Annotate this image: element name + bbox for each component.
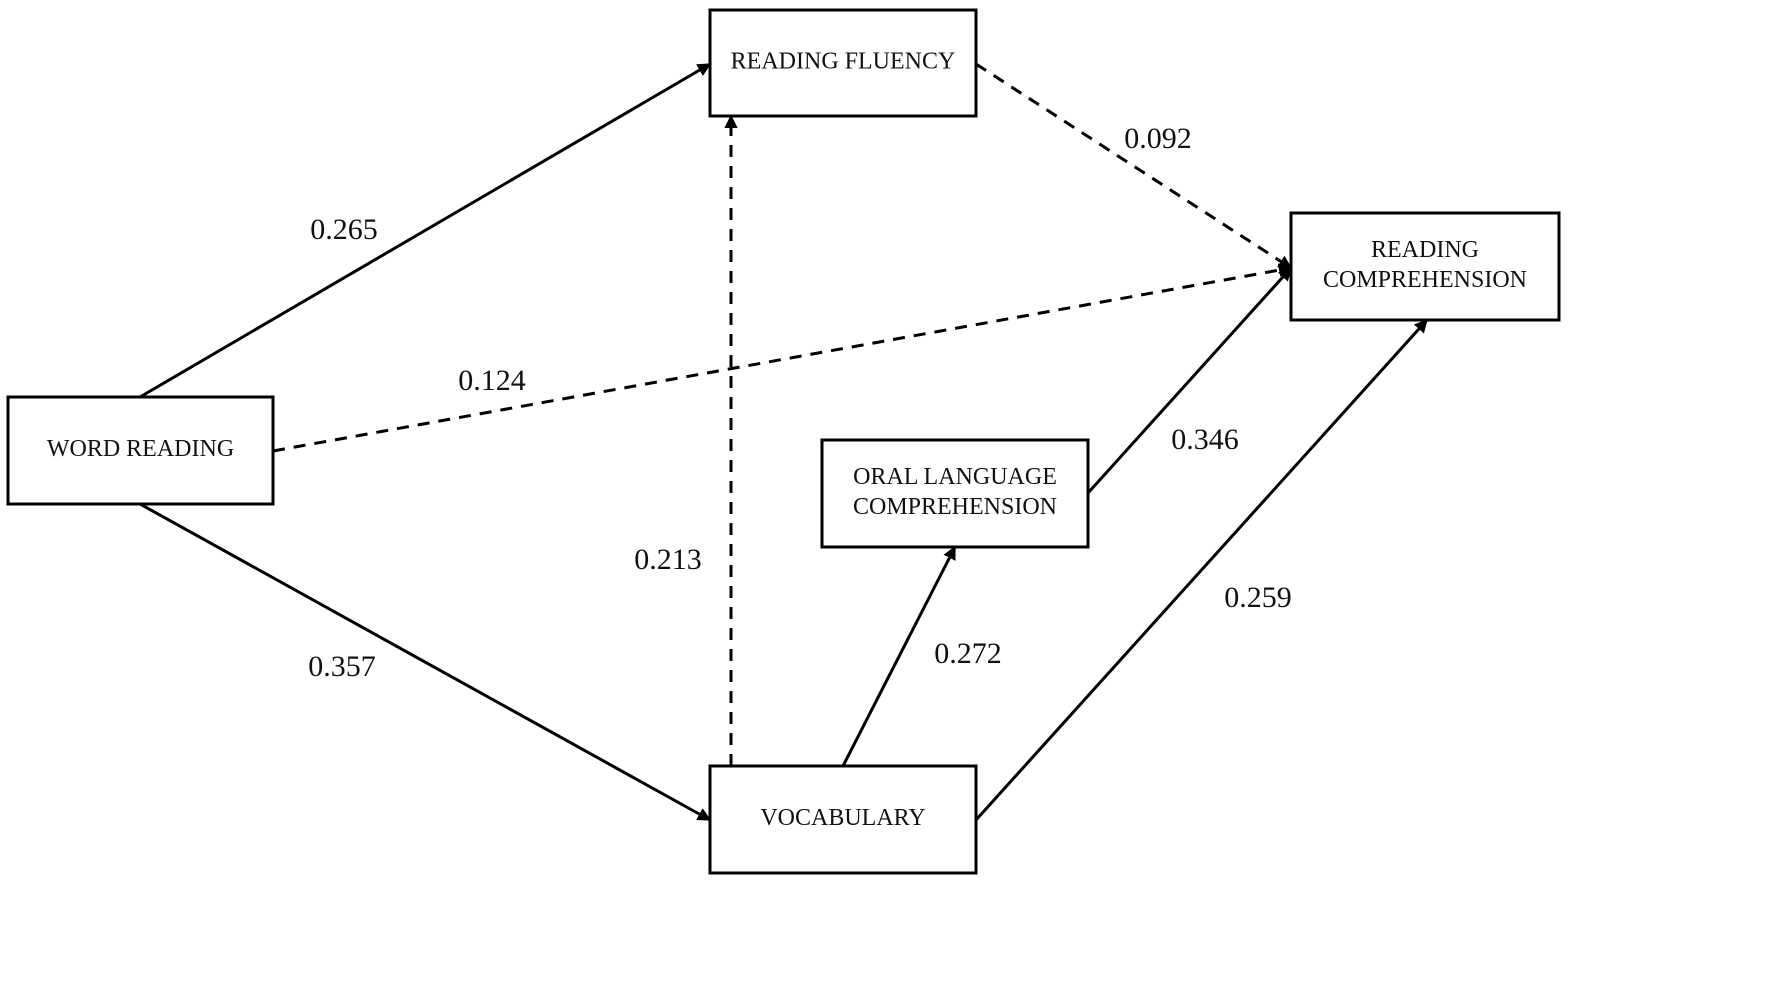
node-label-line: COMPREHENSION xyxy=(1323,267,1527,293)
node-label-line: READING xyxy=(1371,237,1479,263)
coefficient-label: 0.265 xyxy=(310,213,378,246)
edge-word-reading-to-reading-fluency xyxy=(139,62,712,399)
node-label-line: VOCABULARY xyxy=(760,805,925,831)
node-box xyxy=(1289,211,1561,322)
node-oral-language: ORAL LANGUAGE COMPREHENSION xyxy=(820,438,1090,549)
coefficient-label: 0.092 xyxy=(1124,122,1192,155)
node-box xyxy=(708,8,978,118)
nodes-layer: WORD READING READING FLUENCY VOCABULARY ORA… xyxy=(6,8,1561,875)
node-label-line: READING FLUENCY xyxy=(731,49,956,75)
node-label-line: WORD READING xyxy=(47,436,234,462)
coefficient-label: 0.346 xyxy=(1171,423,1239,456)
node-vocabulary: VOCABULARY xyxy=(708,764,978,875)
edge-vocabulary-to-reading-comprehension xyxy=(974,318,1429,822)
node-reading-fluency: READING FLUENCY xyxy=(708,8,978,118)
edge-word-reading-to-reading-comprehension xyxy=(272,263,1293,453)
node-box xyxy=(820,438,1090,549)
edge-vocabulary-to-oral-language xyxy=(841,545,957,767)
node-label-line: COMPREHENSION xyxy=(853,494,1057,520)
node-box xyxy=(6,395,275,506)
coefficient-label: 0.357 xyxy=(308,650,376,683)
coefficient-label: 0.259 xyxy=(1224,581,1292,614)
coefficient-label: 0.272 xyxy=(934,637,1002,670)
node-box xyxy=(708,764,978,875)
coefficient-label: 0.213 xyxy=(634,543,702,576)
node-label-line: ORAL LANGUAGE xyxy=(853,464,1057,490)
edge-word-reading-to-vocabulary xyxy=(139,502,712,822)
edge-reading-fluency-to-reading-comprehension xyxy=(975,62,1293,270)
node-word-reading: WORD READING xyxy=(6,395,275,506)
coefficient-label: 0.124 xyxy=(458,364,526,397)
edges-layer xyxy=(139,62,1429,822)
node-reading-comprehension: READING COMPREHENSION xyxy=(1289,211,1561,322)
coefficient-labels-layer: 0.265 0.124 0.357 0.092 0.213 0.272 0.346 0.259 xyxy=(308,122,1292,683)
edge-oral-language-to-reading-comprehension xyxy=(1086,266,1293,495)
